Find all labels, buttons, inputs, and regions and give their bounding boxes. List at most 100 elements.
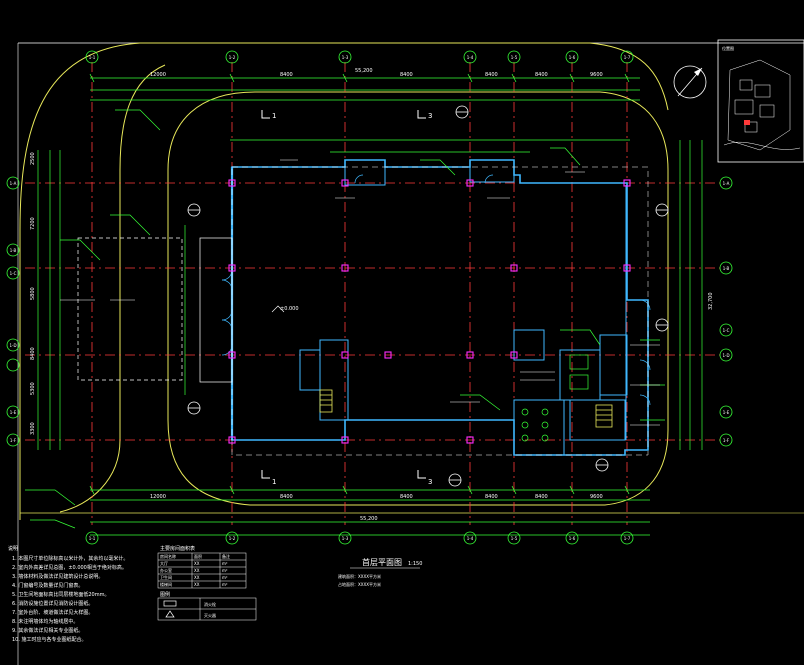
dim-bottom-3: 8400 — [400, 494, 413, 500]
drawing-title: 首层平面图 — [362, 557, 402, 567]
table-cell: XX — [194, 561, 200, 566]
entrance-canopy — [199, 237, 233, 383]
table-cell: m² — [222, 568, 228, 573]
overall-dim-right: 32,700 — [708, 293, 714, 311]
axis-bubbles-right — [719, 176, 733, 447]
column — [510, 264, 518, 272]
axis-label: 1-3 — [342, 55, 349, 60]
dim-left-5: 5300 — [30, 382, 36, 395]
axis-label: 1-2 — [229, 536, 236, 541]
axis-label: 1-5 — [511, 536, 518, 541]
key-plan-site-marker — [744, 120, 750, 125]
dim-left-4: 8400 — [30, 347, 36, 360]
road-boundary-outer — [19, 42, 669, 520]
room-area-table: 主要房间面积表 房间名称 面积 备注 大厅 XX m² 办公室 XX m² 卫生… — [157, 545, 247, 589]
table-cell: XX — [194, 575, 200, 580]
note-line: 10. 施工时应与各专业图纸配合。 — [12, 636, 87, 643]
hydrant-symbol-icon — [163, 600, 177, 607]
axis-label: 1-6 — [569, 55, 576, 60]
dim-bottom-1: 12000 — [150, 494, 166, 500]
table-cell: m² — [222, 561, 228, 566]
dim-top-2: 8400 — [280, 72, 293, 78]
dim-bottom-2: 8400 — [280, 494, 293, 500]
axis-label: 1-7 — [624, 55, 631, 60]
room-wall — [569, 399, 626, 441]
axis-bubble — [565, 50, 579, 64]
dim-top-6: 9600 — [590, 72, 603, 78]
table-header: 备注 — [222, 553, 230, 559]
table-header: 面积 — [194, 553, 202, 559]
road-boundary-left — [59, 64, 166, 513]
columns — [228, 179, 631, 444]
axis-label: 1-3 — [342, 536, 349, 541]
room-wall — [344, 159, 386, 186]
stair-icon — [595, 404, 613, 428]
column — [228, 264, 236, 272]
room-wall — [513, 329, 545, 361]
dim-top-3: 8400 — [400, 72, 413, 78]
symbol-legend-heading: 图例 — [160, 591, 170, 598]
section-mark: 1 — [272, 112, 276, 120]
axis-label: 1-D — [9, 343, 16, 348]
note-line: 3. 墙体材料及做法详见建筑设计总说明。 — [12, 573, 103, 580]
axis-label: 1-1 — [89, 536, 96, 541]
door-swings — [221, 174, 651, 406]
dim-top-5: 8400 — [535, 72, 548, 78]
dim-left-6: 3300 — [30, 422, 36, 435]
dimension-lines-sides — [37, 140, 703, 450]
table-cell: m² — [222, 582, 228, 587]
table-cell: XX — [194, 568, 200, 573]
section-mark: 1 — [272, 478, 276, 486]
dim-left-1: 2500 — [30, 152, 36, 165]
table-cell: 办公室 — [160, 567, 172, 573]
column — [384, 351, 392, 359]
drawing-scale: 1:150 — [408, 561, 422, 567]
section-mark: 3 — [428, 112, 432, 120]
table-cell: 楼梯间 — [160, 581, 172, 587]
column — [623, 264, 631, 272]
roof-outline — [231, 166, 649, 456]
axis-bubbles-bottom — [85, 531, 634, 545]
axis-labels-left: 1-A 1-B 1-C 1-D 1-E 1-F — [9, 181, 16, 443]
note-line: 4. 门窗编号及数量详见门窗表。 — [12, 582, 83, 589]
section-marks: 1 3 1 3 — [272, 112, 432, 486]
leader-lines — [25, 109, 665, 529]
stair-icon — [319, 389, 333, 413]
extinguisher-symbol-icon — [165, 610, 175, 618]
axis-label: 1-4 — [467, 55, 474, 60]
sanitary-fixtures — [521, 354, 589, 442]
axis-bubbles-left — [6, 176, 20, 447]
axis-label: 1-7 — [624, 536, 631, 541]
column — [341, 436, 349, 444]
axis-bubble — [225, 50, 239, 64]
dim-left-2: 7200 — [30, 217, 36, 230]
north-arrow-icon — [673, 65, 707, 99]
dimension-text-top: 12000 8400 8400 8400 8400 9600 55,200 — [150, 68, 603, 78]
room-wall — [299, 349, 321, 391]
axis-label: 1-A — [10, 181, 17, 186]
note-line: 5. 卫生间地面标高比同层楼地面低20mm。 — [12, 591, 109, 598]
notes-heading: 说明 — [8, 545, 18, 552]
column — [228, 351, 236, 359]
column — [228, 436, 236, 444]
dim-top-4: 8400 — [485, 72, 498, 78]
drawing-title-block: 首层平面图 1:150 建筑面积：XXXX平方米 占地面积：XXXX平方米 — [338, 557, 422, 587]
table-cell: XX — [194, 582, 200, 587]
column — [466, 351, 474, 359]
column — [228, 179, 236, 187]
dimension-text-bottom: 12000 8400 8400 8400 8400 9600 55,200 — [150, 494, 603, 522]
dimension-lines-top — [90, 77, 640, 153]
table-cell: 大厅 — [160, 560, 168, 566]
table-cell: 卫生间 — [160, 574, 172, 580]
dim-bottom-4: 8400 — [485, 494, 498, 500]
note-line: 1. 本图尺寸单位除标高以米计外，其余均以毫米计。 — [12, 555, 128, 562]
room-table-title: 主要房间面积表 — [160, 545, 195, 552]
axis-labels-bottom: 1-1 1-2 1-3 1-4 1-5 1-6 1-7 — [89, 536, 631, 541]
column — [341, 179, 349, 187]
general-notes: 说明 1. 本图尺寸单位除标高以米计外，其余均以毫米计。 2. 室内外高差详见总… — [8, 545, 128, 643]
axis-labels-right: 1-A 1-B 1-C 1-D 1-E 1-F — [722, 181, 729, 443]
note-line: 2. 室内外高差详见总图，±0.000相当于绝对标高。 — [12, 564, 127, 571]
dim-top-1: 12000 — [150, 72, 166, 78]
axis-label: 1-B — [723, 266, 730, 271]
